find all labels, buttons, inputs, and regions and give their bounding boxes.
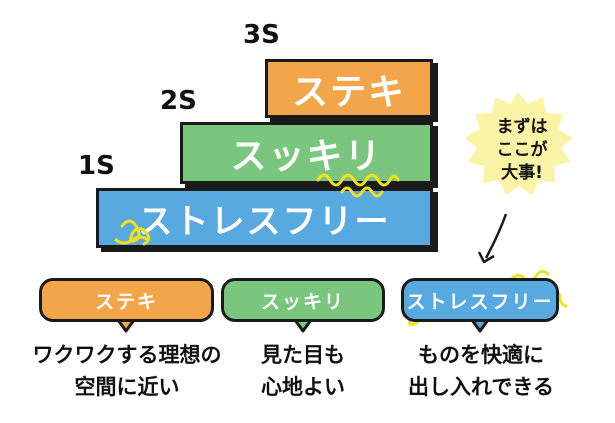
desc-stress-free: ものを快適に 出し入れできる xyxy=(388,339,574,403)
callout-line-1: まずは xyxy=(496,117,548,137)
callout-line-2: ここが xyxy=(496,140,548,160)
desc-stress-free-line-2: 出し入れできる xyxy=(408,375,554,399)
desc-sukkiri-line-1: 見た目も xyxy=(261,343,345,367)
desc-suteki-line-1: ワクワクする理想の xyxy=(32,343,222,367)
level-1s-label: 1S xyxy=(78,151,115,181)
step-stress-free-label: ストレスフリー xyxy=(138,201,391,242)
desc-sukkiri: 見た目も 心地よい xyxy=(221,339,385,403)
card-sukkiri-label: スッキリ xyxy=(260,290,345,313)
card-suteki: ステキ xyxy=(39,278,214,322)
star-burst-icon xyxy=(465,92,573,195)
callout-line-3: 大事! xyxy=(501,163,543,183)
squiggle-sukkiri-2-icon xyxy=(340,186,384,198)
level-2s-label: 2S xyxy=(160,86,197,116)
priority-callout: まずは ここが 大事! xyxy=(477,116,567,185)
step-suteki: ステキ xyxy=(265,59,433,118)
step-stress-free: ストレスフリー xyxy=(96,188,433,248)
card-suteki-label: ステキ xyxy=(94,290,158,313)
desc-sukkiri-line-2: 心地よい xyxy=(261,375,345,399)
desc-suteki-line-2: 空間に近い xyxy=(74,375,180,399)
card-sukkiri: スッキリ xyxy=(221,278,385,322)
card-stress-free: ストレスフリー xyxy=(401,278,559,322)
arrow-line-icon xyxy=(484,213,508,259)
step-sukkiri-label: スッキリ xyxy=(230,136,383,177)
step-suteki-label: ステキ xyxy=(291,71,406,113)
squiggle-stressfree-icon xyxy=(120,219,151,246)
desc-stress-free-line-1: ものを快適に xyxy=(418,343,544,367)
desc-suteki: ワクワクする理想の 空間に近い xyxy=(20,339,234,403)
card-stress-free-label: ストレスフリー xyxy=(406,290,554,313)
arrow-head-icon xyxy=(477,251,495,264)
level-3s-label: 3S xyxy=(243,20,280,50)
squiggle-stressfree-2-icon xyxy=(114,235,150,245)
squiggle-sukkiri-icon xyxy=(316,173,400,187)
step-sukkiri: スッキリ xyxy=(180,122,433,184)
